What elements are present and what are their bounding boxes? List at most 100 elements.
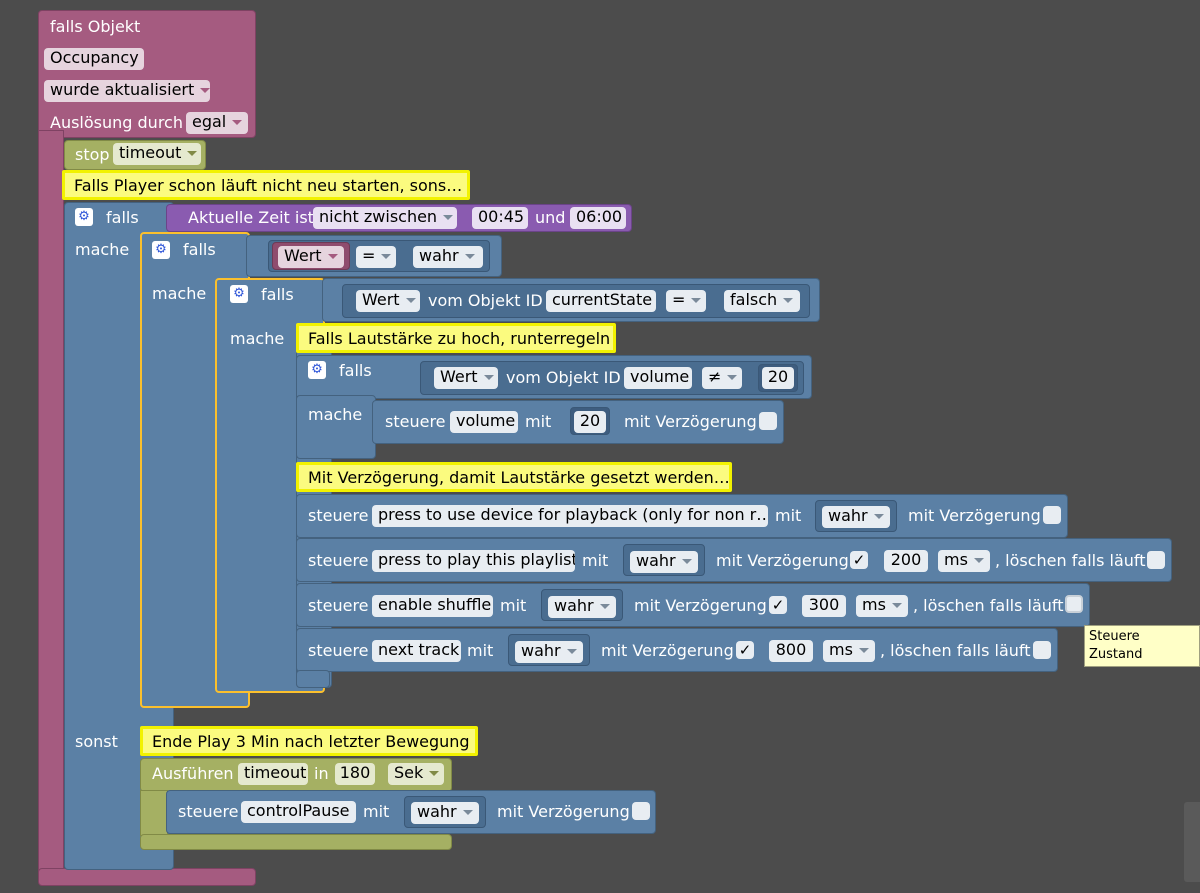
bool-dropdown[interactable]: wahr: [411, 802, 479, 824]
execute-timeout-body: [140, 790, 168, 836]
delay-value-field[interactable]: 300: [802, 595, 846, 617]
steuere-label: steuere: [308, 596, 369, 615]
delay-value-field[interactable]: 800: [769, 640, 813, 662]
comment-text-1: Falls Player schon läuft nicht neu start…: [74, 176, 463, 195]
delay-checkbox[interactable]: ✓: [736, 641, 754, 659]
target-field[interactable]: controlPause: [241, 801, 356, 823]
clear-if-running-label: , löschen falls läuft: [913, 596, 1064, 615]
mit-label: mit: [775, 506, 802, 525]
target-field[interactable]: press to use device for playback (only f…: [372, 505, 768, 527]
compare-operator-dropdown[interactable]: ≠: [702, 367, 742, 389]
delay-checkbox[interactable]: [759, 412, 777, 430]
delay-value-field[interactable]: 200: [884, 550, 928, 572]
delay-checkbox[interactable]: [1043, 506, 1061, 524]
target-field[interactable]: press to play this playlist: [372, 550, 575, 572]
stop-timeout-dropdown[interactable]: timeout: [113, 143, 201, 165]
trigger-title: falls Objekt: [50, 17, 141, 36]
steuere-label: steuere: [178, 802, 239, 821]
delay-label: mit Verzögerung: [634, 596, 767, 615]
time-label: Aktuelle Zeit ist: [188, 208, 314, 227]
delay-checkbox[interactable]: ✓: [769, 596, 787, 614]
delay-label: mit Verzögerung: [908, 506, 1041, 525]
bool-dropdown[interactable]: wahr: [413, 246, 483, 268]
execute-label: Ausführen: [152, 764, 234, 783]
if1-falls-label: falls: [106, 208, 139, 227]
mit-label: mit: [500, 596, 527, 615]
comment-text-2: Falls Lautstärke zu hoch, runterregeln: [308, 329, 611, 348]
bool-dropdown[interactable]: wahr: [515, 641, 583, 663]
time-operator-dropdown[interactable]: nicht zwischen: [313, 207, 457, 229]
bool-dropdown[interactable]: falsch: [724, 290, 800, 312]
compare-operator-dropdown[interactable]: =: [356, 246, 396, 268]
sequence-end: [296, 670, 330, 688]
compare-operator-dropdown[interactable]: =: [666, 290, 706, 312]
gear-icon[interactable]: ⚙: [152, 241, 170, 259]
gear-icon[interactable]: ⚙: [230, 285, 248, 303]
trigger-block-footer: [38, 868, 256, 886]
clear-if-running-label: , löschen falls läuft: [995, 551, 1146, 570]
event-dropdown[interactable]: wurde aktualisiert: [44, 80, 210, 102]
if3-falls-label: falls: [261, 285, 294, 304]
target-field[interactable]: volume: [450, 411, 518, 433]
clear-if-running-label: , löschen falls läuft: [880, 641, 1031, 660]
clear-checkbox[interactable]: [1033, 641, 1051, 659]
delay-checkbox[interactable]: ✓: [850, 551, 868, 569]
gear-icon[interactable]: ⚙: [308, 361, 326, 379]
bool-dropdown[interactable]: wahr: [822, 506, 890, 528]
target-field[interactable]: enable shuffle: [372, 595, 493, 617]
object-id-label: vom Objekt ID: [506, 368, 621, 387]
steuere-label: steuere: [385, 412, 446, 431]
target-field[interactable]: next track: [372, 640, 461, 662]
object-field[interactable]: Occupancy: [44, 48, 144, 70]
comment-block-2[interactable]: [296, 323, 616, 353]
time-start-field[interactable]: 00:45: [472, 207, 528, 229]
delay-unit-dropdown[interactable]: ms: [856, 595, 908, 617]
if2-falls-label: falls: [183, 240, 216, 259]
timeout-unit-dropdown[interactable]: Sek: [388, 763, 444, 785]
bool-dropdown[interactable]: wahr: [548, 596, 616, 618]
mit-label: mit: [363, 802, 390, 821]
steuere-label: steuere: [308, 506, 369, 525]
comment-block-4[interactable]: [140, 726, 478, 756]
bool-dropdown[interactable]: wahr: [630, 551, 698, 573]
comment-text-4: Ende Play 3 Min nach letzter Bewegung: [152, 732, 470, 751]
clear-checkbox[interactable]: [1065, 595, 1083, 613]
delay-label: mit Verzögerung: [624, 412, 757, 431]
if1-mache-label: mache: [75, 240, 130, 259]
gear-icon[interactable]: ⚙: [75, 208, 93, 226]
wert-dropdown[interactable]: Wert: [434, 367, 498, 389]
time-end-field[interactable]: 06:00: [570, 207, 626, 229]
delay-unit-dropdown[interactable]: ms: [938, 550, 990, 572]
delay-checkbox[interactable]: [632, 802, 650, 820]
timeout-value-field[interactable]: 180: [335, 763, 375, 785]
tooltip: Steuere Zustand: [1084, 625, 1200, 667]
mit-label: mit: [582, 551, 609, 570]
time-and-label: und: [535, 208, 566, 227]
steuere-label: steuere: [308, 641, 369, 660]
trigger-by-dropdown[interactable]: egal: [186, 112, 248, 134]
in-label: in: [314, 764, 329, 783]
wert-dropdown[interactable]: Wert: [356, 290, 420, 312]
comment-block-1[interactable]: [62, 170, 470, 200]
clear-checkbox[interactable]: [1147, 551, 1165, 569]
if4-falls-label: falls: [339, 361, 372, 380]
delay-label: mit Verzögerung: [716, 551, 849, 570]
number-field[interactable]: 20: [762, 367, 794, 389]
delay-unit-dropdown[interactable]: ms: [823, 640, 875, 662]
delay-label: mit Verzögerung: [497, 802, 630, 821]
object-id-label: vom Objekt ID: [428, 291, 543, 310]
if1-sonst-label: sonst: [75, 732, 118, 751]
wert-dropdown[interactable]: Wert: [278, 246, 344, 268]
workspace-control[interactable]: [1184, 802, 1200, 882]
timeout-name-field[interactable]: timeout: [238, 763, 308, 785]
if3-mache-label: mache: [230, 329, 285, 348]
if4-mache-label: mache: [308, 405, 363, 424]
object-id-field[interactable]: volume: [624, 367, 692, 389]
number-field[interactable]: 20: [574, 411, 606, 433]
trigger-block-body: [38, 130, 64, 880]
object-id-field[interactable]: currentState: [546, 290, 656, 312]
delay-label: mit Verzögerung: [601, 641, 734, 660]
stop-label: stop: [75, 145, 110, 164]
execute-timeout-footer: [140, 834, 452, 850]
comment-block-3[interactable]: [296, 462, 732, 492]
